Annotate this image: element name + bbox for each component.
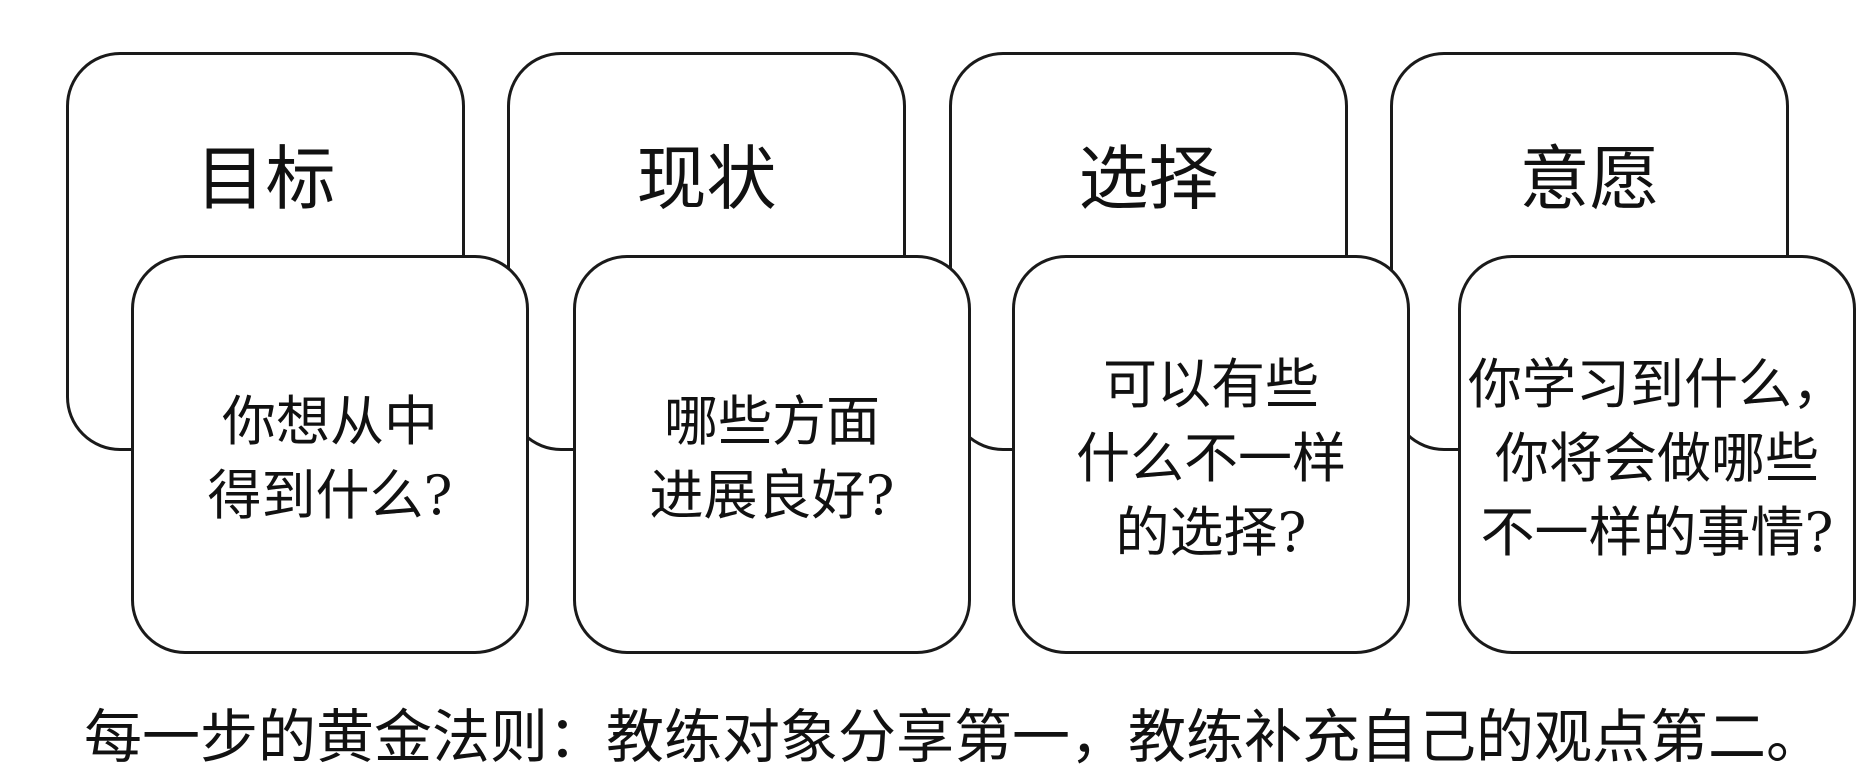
step-question-box-reality: 哪些方面 进展良好?: [573, 255, 971, 654]
step-question-line: 得到什么?: [207, 463, 453, 527]
step-title-goal: 目标: [195, 138, 336, 220]
step-title-options: 选择: [1078, 138, 1219, 220]
step-question-line: 进展良好?: [649, 463, 895, 527]
step-question-line: 什么不一样: [1076, 426, 1346, 490]
step-question-line: 可以有些: [1103, 352, 1319, 416]
step-question-line: 你将会做哪些: [1495, 426, 1819, 490]
step-title-will: 意愿: [1519, 138, 1660, 220]
step-question-line: 不一样的事情?: [1480, 500, 1834, 564]
step-question-box-will: 你学习到什么， 你将会做哪些 不一样的事情?: [1458, 255, 1856, 654]
step-question-box-goal: 你想从中 得到什么?: [131, 255, 529, 654]
step-question-line: 的选择?: [1115, 500, 1307, 564]
step-title-reality: 现状: [636, 138, 777, 220]
step-question-box-options: 可以有些 什么不一样 的选择?: [1012, 255, 1410, 654]
step-question-line: 你想从中: [222, 389, 438, 453]
golden-rule-caption: 每一步的黄金法则：教练对象分享第一，教练补充自己的观点第二。: [84, 703, 1825, 771]
step-question-line: 哪些方面: [664, 389, 880, 453]
step-question-line: 你学习到什么，: [1468, 352, 1846, 416]
